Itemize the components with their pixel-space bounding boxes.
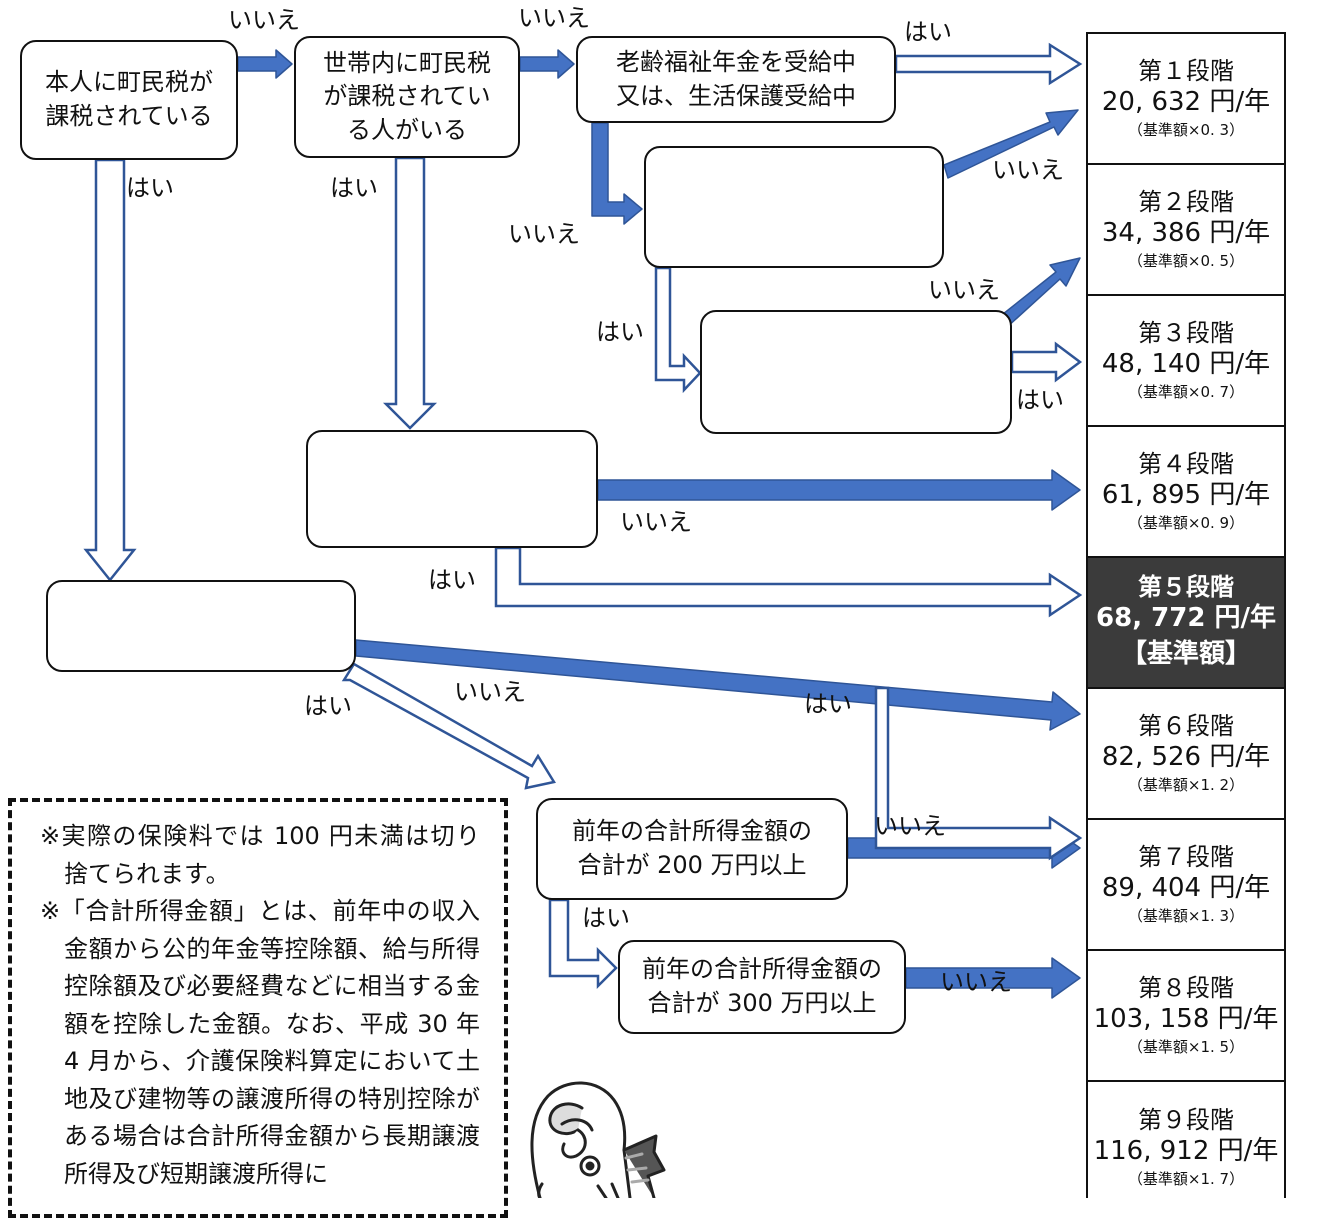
label-yes: はい xyxy=(428,566,476,594)
stage-rate: （基準額×1. 2） xyxy=(1127,775,1245,794)
income120a-box xyxy=(700,310,1012,434)
label-yes: はい xyxy=(904,18,952,46)
arrow-household-to-income80b xyxy=(382,156,438,430)
stage-name: 第３段階 xyxy=(1138,319,1234,348)
label-no: いいえ xyxy=(454,678,526,706)
label-yes: はい xyxy=(596,318,644,346)
label-yes: はい xyxy=(126,174,174,202)
stage-column: 第１段階 20, 632 円/年 （基準額×0. 3） 第２段階 34, 386… xyxy=(1086,32,1286,1198)
arrow-pension-to-stage1 xyxy=(894,42,1083,86)
income80a-box xyxy=(644,146,944,268)
stage-rate: （基準額×1. 3） xyxy=(1127,906,1245,925)
start-box: 本人に町民税が 課税されている xyxy=(20,40,238,160)
stage-name: 第６段階 xyxy=(1138,712,1234,741)
stage-amount: 82, 526 円/年 xyxy=(1101,742,1271,773)
stage-amount: 89, 404 円/年 xyxy=(1101,873,1271,904)
label-no: いいえ xyxy=(928,276,1000,304)
arrow-income80a-to-stage1 xyxy=(943,109,1079,179)
stage-6: 第６段階 82, 526 円/年 （基準額×1. 2） xyxy=(1088,689,1284,820)
stage-name: 第８段階 xyxy=(1138,974,1234,1003)
stage-rate: （基準額×0. 3） xyxy=(1127,120,1245,139)
arrow-income200-to-income300 xyxy=(548,898,618,990)
penguin-mascot-icon xyxy=(530,1081,666,1198)
note-rounding: ※実際の保険料では 100 円未満は切り捨てられます。 xyxy=(40,822,480,888)
arrow-income120a-to-stage3 xyxy=(1010,341,1083,383)
note-income-definition: ※「合計所得金額」とは、前年中の収入金額から公的年金等控除額、給与所得控除額及び… xyxy=(40,897,480,1188)
label-no: いいえ xyxy=(992,156,1064,184)
stage-8: 第８段階 103, 158 円/年 （基準額×1. 5） xyxy=(1088,951,1284,1082)
stage-1: 第１段階 20, 632 円/年 （基準額×0. 3） xyxy=(1088,34,1284,165)
label-no: いいえ xyxy=(508,220,580,248)
stage-rate: （基準額×1. 7） xyxy=(1127,1169,1245,1188)
income300-box: 前年の合計所得金額の 合計が 300 万円以上 xyxy=(618,940,906,1034)
stage-name: 第７段階 xyxy=(1138,843,1234,872)
stage-name: 第９段階 xyxy=(1138,1106,1234,1135)
label-yes: はい xyxy=(582,904,630,932)
label-no: いいえ xyxy=(874,812,946,840)
arrow-start-to-income120b xyxy=(83,158,137,583)
arrow-income80b-to-stage5 xyxy=(494,546,1083,618)
notes-box: ※実際の保険料では 100 円未満は切り捨てられます。 ※「合計所得金額」とは、… xyxy=(8,798,508,1218)
stage-name: 第５段階 xyxy=(1138,573,1234,602)
household-box: 世帯内に町民税 が課税されてい る人がいる xyxy=(294,36,520,158)
stage-name: 第１段階 xyxy=(1138,57,1234,86)
arrow-start-to-household xyxy=(237,49,293,79)
label-yes: はい xyxy=(1016,386,1064,414)
arrow-income80a-to-income120a xyxy=(654,266,702,394)
label-no: いいえ xyxy=(228,6,300,34)
income120b-box xyxy=(46,580,356,672)
arrow-income300-to-stage9-body xyxy=(874,686,1083,861)
label-no: いいえ xyxy=(518,4,590,32)
pension-box: 老齢福祉年金を受給中 又は、生活保護受給中 xyxy=(576,36,896,123)
stage-5-base: 第５段階 68, 772 円/年 【基準額】 xyxy=(1088,558,1284,689)
stage-name: 第４段階 xyxy=(1138,450,1234,479)
label-yes: はい xyxy=(304,692,352,720)
stage-amount: 34, 386 円/年 xyxy=(1101,218,1271,249)
stage-4: 第４段階 61, 895 円/年 （基準額×0. 9） xyxy=(1088,427,1284,558)
arrow-income120b-to-income200 xyxy=(341,662,556,790)
stage-rate: （基準額×1. 5） xyxy=(1127,1037,1245,1056)
arrow-income120a-to-stage2 xyxy=(997,257,1081,329)
arrow-income80b-to-stage4 xyxy=(597,469,1081,511)
stage-rate: （基準額×0. 5） xyxy=(1127,251,1245,270)
income80b-box xyxy=(306,430,598,548)
arrow-pension-to-income80a xyxy=(591,122,643,225)
stage-7: 第７段階 89, 404 円/年 （基準額×1. 3） xyxy=(1088,820,1284,951)
income200-box: 前年の合計所得金額の 合計が 200 万円以上 xyxy=(536,798,848,900)
stage-amount: 48, 140 円/年 xyxy=(1101,349,1271,380)
label-no: いいえ xyxy=(940,968,1012,996)
stage-rate: （基準額×0. 9） xyxy=(1127,513,1245,532)
stage-rate: （基準額×0. 7） xyxy=(1127,382,1245,401)
stage-3: 第３段階 48, 140 円/年 （基準額×0. 7） xyxy=(1088,296,1284,427)
arrow-income300-to-stage8 xyxy=(905,957,1081,999)
stage-amount: 61, 895 円/年 xyxy=(1101,480,1271,511)
stage-amount: 103, 158 円/年 xyxy=(1093,1004,1279,1035)
arrow-household-to-pension xyxy=(519,49,575,79)
label-no: いいえ xyxy=(620,508,692,536)
stage-2: 第２段階 34, 386 円/年 （基準額×0. 5） xyxy=(1088,165,1284,296)
stage-amount: 20, 632 円/年 xyxy=(1101,87,1271,118)
label-yes: はい xyxy=(330,174,378,202)
stage-9: 第９段階 116, 912 円/年 （基準額×1. 7） xyxy=(1088,1082,1284,1213)
stage-amount: 68, 772 円/年 xyxy=(1096,603,1276,634)
arrow-income120b-to-stage6 xyxy=(355,639,1081,731)
stage-amount: 116, 912 円/年 xyxy=(1093,1136,1279,1167)
stage-name: 第２段階 xyxy=(1138,188,1234,217)
stage-rate: 【基準額】 xyxy=(1120,639,1251,670)
label-yes: はい xyxy=(804,690,852,718)
